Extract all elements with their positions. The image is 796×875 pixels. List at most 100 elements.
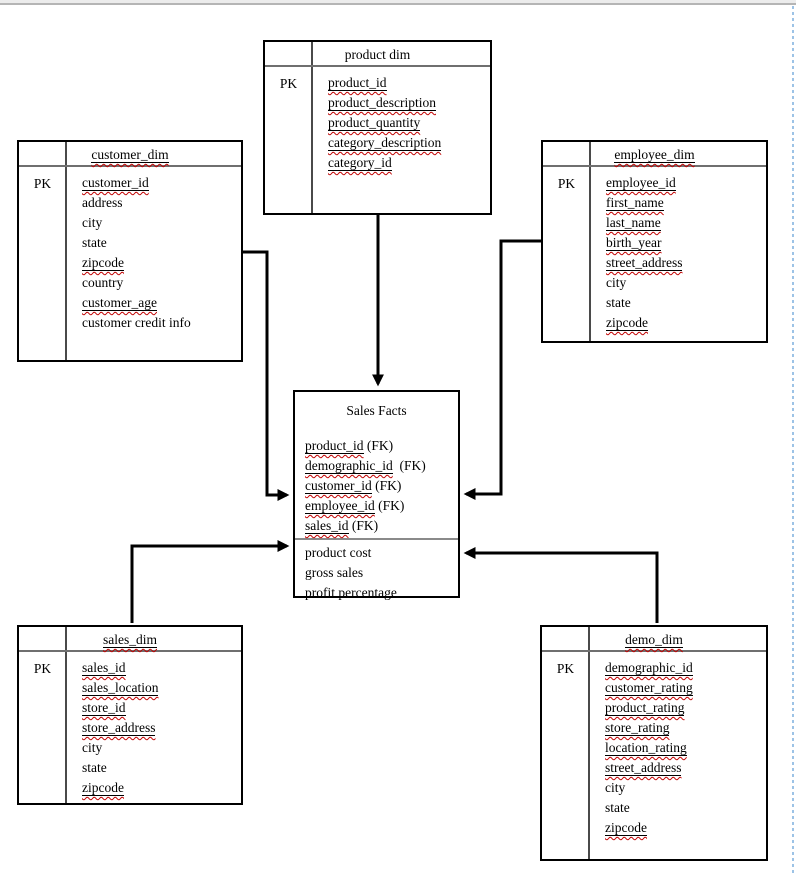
- pk-column-divider: [65, 627, 67, 803]
- attribute-row: product_rating: [605, 698, 762, 718]
- attribute-row: location_rating: [605, 738, 762, 758]
- attribute-row: product_id (FK): [305, 436, 454, 456]
- attribute-name: category_description: [328, 135, 442, 151]
- attribute-list: employee_id first_name last_name birth_year…: [543, 167, 766, 333]
- attribute-name: store_id: [82, 700, 126, 716]
- page-top-band: [0, 0, 796, 3]
- attribute-row: city: [82, 213, 237, 233]
- attribute-name: birth_year: [606, 235, 662, 251]
- attribute-list: demographic_id customer_rating product_rat…: [542, 652, 766, 838]
- table-header: demo_dim: [542, 627, 766, 652]
- attribute-list: product_id (FK)demographic_id (FK)custom…: [295, 428, 458, 603]
- attribute-row: gross sales: [305, 563, 454, 583]
- attribute-name: product_id: [305, 438, 364, 454]
- attribute-row: category_id: [328, 153, 486, 173]
- attribute-row: state: [82, 233, 237, 253]
- attribute-name: zipcode: [605, 820, 647, 836]
- attribute-row: last_name: [606, 213, 762, 233]
- attribute-name: first_name: [606, 195, 664, 211]
- attribute-row: zipcode: [605, 818, 762, 838]
- attribute-row: customer_rating: [605, 678, 762, 698]
- pk-label: PK: [557, 176, 576, 191]
- attribute-row: country: [82, 273, 237, 293]
- attribute-name: sales_id: [82, 660, 126, 676]
- pk-column-divider: [311, 42, 313, 213]
- attribute-name: city: [82, 215, 103, 230]
- attribute-name: zipcode: [82, 780, 124, 796]
- attribute-row: product_id: [328, 73, 486, 93]
- attribute-name: customer_id: [82, 175, 149, 191]
- pk-column-divider: [65, 142, 67, 360]
- fk-suffix: (FK): [371, 478, 402, 493]
- attribute-row: customer credit info: [82, 313, 237, 333]
- attribute-row: state: [606, 293, 762, 313]
- attribute-name: store_address: [82, 720, 156, 736]
- attribute-row: customer_age: [82, 293, 237, 313]
- attribute-name: category_id: [328, 155, 392, 171]
- attribute-row: street_address: [605, 758, 762, 778]
- pk-label: PK: [33, 176, 52, 191]
- attribute-row: city: [82, 738, 237, 758]
- attribute-row: zipcode: [82, 778, 237, 798]
- table-title: sales_dim: [103, 632, 157, 648]
- attribute-row: address: [82, 193, 237, 213]
- attribute-row: product_quantity: [328, 113, 486, 133]
- measures-divider: [295, 538, 458, 540]
- attribute-name: city: [606, 275, 627, 290]
- table-title: demo_dim: [625, 632, 683, 648]
- table-header: Sales Facts: [295, 392, 458, 428]
- attribute-name: country: [82, 275, 124, 290]
- attribute-row: employee_id: [606, 173, 762, 193]
- page-margin-guide-line: [792, 6, 794, 875]
- fk-suffix: (FK): [363, 438, 394, 453]
- table-header: product dim: [265, 42, 490, 67]
- table-demo-dim: demo_dim PK demographic_id customer_ratin…: [540, 625, 768, 861]
- attribute-name: customer_id: [305, 478, 372, 494]
- attribute-row: employee_id (FK): [305, 496, 454, 516]
- pk-label: PK: [556, 661, 575, 676]
- attribute-row: customer_id (FK): [305, 476, 454, 496]
- page-top-border: [0, 3, 796, 5]
- table-title: product dim: [344, 47, 411, 62]
- table-sales-facts: Sales Facts product_id (FK)demographic_i…: [293, 390, 460, 600]
- attribute-row: category_description: [328, 133, 486, 153]
- pk-column-divider: [588, 627, 590, 859]
- attribute-row: zipcode: [606, 313, 762, 333]
- attribute-name: product_quantity: [328, 115, 421, 131]
- attribute-name: city: [82, 740, 103, 755]
- attribute-name: profit percentage: [305, 585, 397, 600]
- attribute-name: demographic_id: [605, 660, 693, 676]
- attribute-row: street_address: [606, 253, 762, 273]
- attribute-row: product_description: [328, 93, 486, 113]
- attribute-name: city: [605, 780, 626, 795]
- attribute-row: store_rating: [605, 718, 762, 738]
- attribute-row: sales_location: [82, 678, 237, 698]
- attribute-name: sales_id: [305, 518, 349, 534]
- table-header: sales_dim: [19, 627, 241, 652]
- attribute-row: store_address: [82, 718, 237, 738]
- table-title: customer_dim: [91, 147, 169, 163]
- attribute-name: last_name: [606, 215, 661, 231]
- table-header: customer_dim: [19, 142, 241, 167]
- table-header: employee_dim: [543, 142, 766, 167]
- attribute-name: state: [82, 760, 107, 775]
- attribute-name: street_address: [606, 255, 683, 271]
- fk-suffix: (FK): [374, 498, 405, 513]
- pk-column-divider: [589, 142, 591, 341]
- fk-suffix: (FK): [392, 458, 426, 473]
- attribute-name: state: [606, 295, 631, 310]
- attribute-name: sales_location: [82, 680, 159, 696]
- attribute-name: street_address: [605, 760, 682, 776]
- attribute-row: demographic_id (FK): [305, 456, 454, 476]
- attribute-name: address: [82, 195, 123, 210]
- attribute-row: city: [606, 273, 762, 293]
- attribute-row: state: [605, 798, 762, 818]
- attribute-name: customer_rating: [605, 680, 693, 696]
- attribute-row: state: [82, 758, 237, 778]
- attribute-name: zipcode: [82, 255, 124, 271]
- attribute-row: city: [605, 778, 762, 798]
